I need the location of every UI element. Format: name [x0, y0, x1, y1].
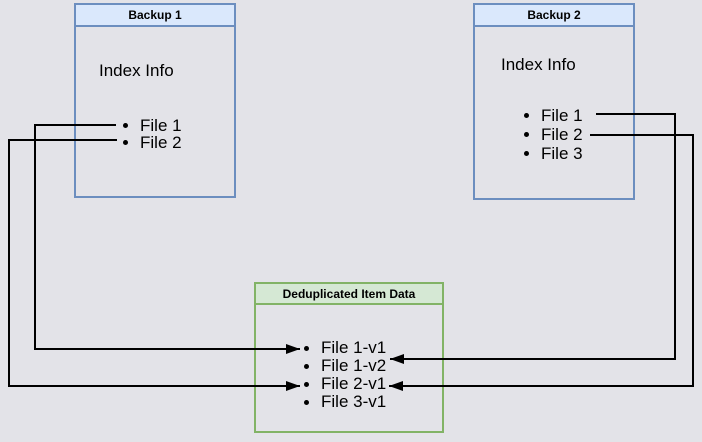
bullet-icon: [123, 140, 128, 145]
bullet-icon: [524, 132, 529, 137]
file-label: File 1-v2: [321, 356, 387, 375]
file-label: File 1: [541, 105, 583, 125]
list-item: File 2: [524, 125, 583, 144]
file-label: File 3-v1: [321, 392, 387, 411]
file-label: File 1-v1: [321, 338, 387, 357]
bullet-icon: [304, 363, 309, 369]
backup1-title: Backup 1: [76, 5, 234, 27]
list-item: File 1: [123, 116, 182, 135]
list-item: File 3-v1: [304, 392, 387, 411]
bullet-icon: [304, 381, 309, 387]
list-item: File 1-v2: [304, 356, 387, 375]
list-item: File 2: [123, 132, 182, 152]
list-item: File 1: [524, 106, 583, 125]
dedup-file-list: File 1-v1 File 1-v2 File 2-v1 File 3-v1: [304, 338, 387, 411]
bullet-icon: [304, 399, 309, 405]
bullet-icon: [524, 151, 529, 156]
dedup-title: Deduplicated Item Data: [256, 284, 442, 305]
backup2-index-info-label: Index Info: [501, 55, 576, 74]
list-item: File 1-v1: [304, 338, 387, 357]
file-label: File 2: [541, 124, 583, 144]
list-item: File 2-v1: [304, 374, 387, 393]
backup1-file-list: File 1 File 2: [123, 116, 182, 152]
backup2-title: Backup 2: [475, 5, 633, 27]
backup2-node: Backup 2: [473, 3, 635, 200]
list-item: File 3: [524, 144, 583, 163]
file-label: File 3: [541, 143, 583, 163]
file-label: File 2: [140, 132, 182, 152]
bullet-icon: [304, 345, 309, 351]
backup1-node: Backup 1: [74, 3, 236, 198]
backup2-file-list: File 1 File 2 File 3: [524, 106, 583, 163]
backup1-index-info-label: Index Info: [99, 61, 174, 80]
bullet-icon: [524, 113, 529, 118]
file-label: File 2-v1: [321, 374, 387, 393]
bullet-icon: [123, 123, 128, 128]
